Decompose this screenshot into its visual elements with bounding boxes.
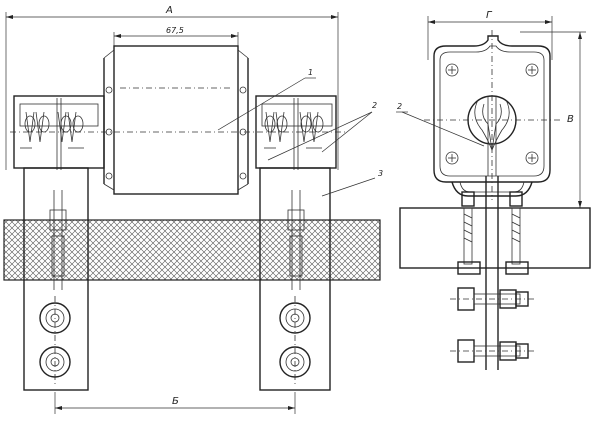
callout-2: 2 xyxy=(267,101,377,161)
dimension-g: Г xyxy=(427,10,553,60)
callout-2-label: 2 xyxy=(372,101,377,110)
dimension-v-label: В xyxy=(567,114,574,125)
callout-3: 3 xyxy=(321,169,383,197)
left-holder-block xyxy=(13,95,105,170)
callout-2-side-label: 2 xyxy=(397,102,402,111)
front-view: А 67,5 xyxy=(3,5,383,414)
callout-2-side: 2 xyxy=(396,102,485,147)
side-holder-plate xyxy=(424,30,560,200)
callout-3-label: 3 xyxy=(378,169,383,178)
dimension-a: А xyxy=(5,5,339,170)
dimension-b: Б xyxy=(54,392,296,414)
dimension-g-label: Г xyxy=(486,10,493,21)
callout-1: 1 xyxy=(217,68,316,131)
right-holder-block xyxy=(255,95,337,170)
dimension-67-5-label: 67,5 xyxy=(166,26,184,35)
dimension-b-label: Б xyxy=(172,396,179,407)
side-base xyxy=(399,207,591,269)
fuse-body xyxy=(103,45,249,195)
callout-1-label: 1 xyxy=(308,68,313,77)
side-view: Г В xyxy=(396,10,591,370)
side-terminal-bolts xyxy=(450,287,536,363)
side-bracket xyxy=(451,176,533,370)
right-contact-strip xyxy=(259,167,331,391)
dimension-67-5: 67,5 xyxy=(113,26,239,60)
dimension-v: В xyxy=(520,31,586,208)
left-contact-strip xyxy=(23,167,89,391)
side-base-bolts xyxy=(457,191,529,275)
dimension-a-label: А xyxy=(165,5,173,16)
mounting-base xyxy=(3,219,381,281)
